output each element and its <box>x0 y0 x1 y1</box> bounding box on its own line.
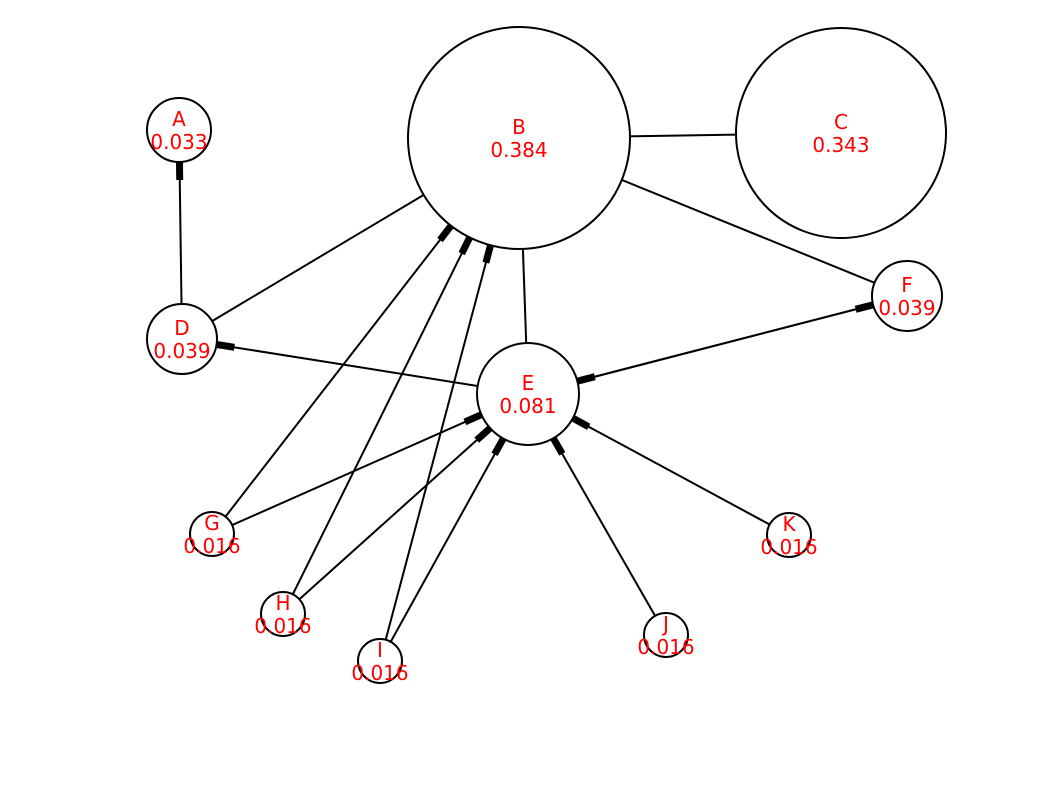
edge-i-e <box>389 438 505 643</box>
edge-g-b <box>224 225 452 518</box>
node-value: 0.033 <box>150 130 207 154</box>
edge-i-b <box>384 245 492 640</box>
edge-d-b <box>211 194 425 322</box>
arrowhead-h-b <box>458 235 473 256</box>
arrowhead-j-e <box>550 436 566 456</box>
node-value: 0.016 <box>254 614 311 638</box>
edge-h-e <box>298 427 491 601</box>
node-circle-d <box>146 303 218 375</box>
arrowhead-k-e <box>571 415 591 430</box>
node-j[interactable]: J0.016 <box>637 612 695 659</box>
edges-layer <box>176 133 875 643</box>
node-label: E <box>522 371 535 395</box>
node-label: I <box>377 638 383 662</box>
node-i[interactable]: I0.016 <box>351 638 409 685</box>
node-value: 0.039 <box>878 296 935 320</box>
node-label: J <box>661 612 669 636</box>
node-circle-a <box>146 97 212 163</box>
node-label: K <box>782 512 796 536</box>
node-a[interactable]: A0.033 <box>146 97 212 163</box>
node-label: D <box>174 316 189 340</box>
node-circle-b <box>407 26 631 250</box>
node-label: H <box>275 591 290 615</box>
node-label: G <box>204 511 220 535</box>
arrowhead-g-b <box>437 223 454 243</box>
node-label: C <box>834 110 848 134</box>
node-c[interactable]: C0.343 <box>735 27 947 239</box>
node-label: B <box>512 115 526 139</box>
node-circle-f <box>871 260 943 332</box>
node-h[interactable]: H0.016 <box>254 591 312 638</box>
arrowhead-g-e <box>463 411 483 426</box>
edge-b-f <box>621 178 875 284</box>
node-circle-k <box>766 512 812 558</box>
arrowhead-i-e <box>491 436 507 457</box>
node-k[interactable]: K0.016 <box>760 512 818 559</box>
arrowhead-f-e <box>576 373 596 385</box>
edge-b-c <box>629 133 737 138</box>
node-label: A <box>172 107 186 131</box>
node-value: 0.039 <box>153 339 210 363</box>
edge-g-e <box>231 413 482 527</box>
edge-h-b <box>291 236 471 595</box>
node-d[interactable]: D0.039 <box>146 303 218 375</box>
node-g[interactable]: G0.016 <box>183 511 241 558</box>
node-circle-h <box>260 591 306 637</box>
node-f[interactable]: F0.039 <box>871 260 943 332</box>
node-value: 0.016 <box>351 661 408 685</box>
nodes-layer: A0.033B0.384C0.343D0.039E0.081F0.039G0.0… <box>146 26 947 685</box>
edge-k-e <box>572 417 771 526</box>
node-value: 0.081 <box>499 394 556 418</box>
node-circle-j <box>643 612 689 658</box>
node-circle-i <box>357 638 403 684</box>
node-value: 0.016 <box>760 535 817 559</box>
arrowhead-e-d <box>216 341 235 351</box>
node-circle-e <box>476 342 580 446</box>
node-value: 0.343 <box>812 133 869 157</box>
arrowhead-h-e <box>474 425 493 443</box>
edge-b-e <box>521 248 528 344</box>
edge-d-a <box>178 161 183 305</box>
node-circle-c <box>735 27 947 239</box>
edge-f-e <box>577 303 874 383</box>
edge-e-d <box>216 343 478 387</box>
arrowhead-i-b <box>482 244 494 264</box>
node-circle-g <box>189 511 235 557</box>
node-value: 0.016 <box>637 635 694 659</box>
node-b[interactable]: B0.384 <box>407 26 631 250</box>
node-value: 0.016 <box>183 534 240 558</box>
edge-j-e <box>552 437 656 617</box>
node-label: F <box>901 273 913 297</box>
node-value: 0.384 <box>490 138 547 162</box>
node-e[interactable]: E0.081 <box>476 342 580 446</box>
